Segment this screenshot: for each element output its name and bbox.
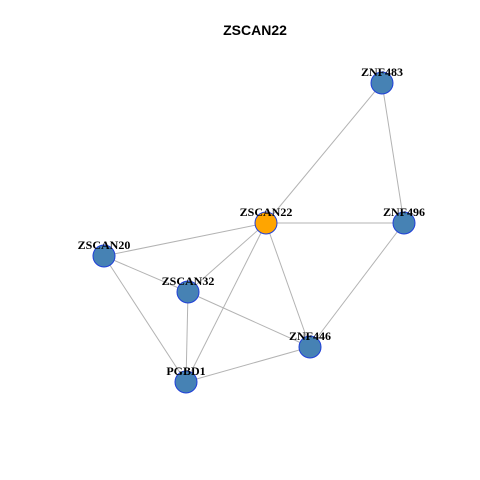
- node-label-znf496: ZNF496: [383, 205, 425, 219]
- edge-zscan20-zscan32: [103, 255, 189, 293]
- edge-zscan22-zscan32: [187, 222, 267, 293]
- graph-title: ZSCAN22: [223, 22, 287, 38]
- node-zscan20[interactable]: [92, 244, 116, 268]
- node-layer: [92, 71, 416, 394]
- node-label-znf446: ZNF446: [289, 329, 331, 343]
- edge-layer: [103, 82, 405, 383]
- node-label-znf483: ZNF483: [361, 65, 403, 79]
- node-znf483[interactable]: [370, 71, 394, 95]
- edge-zscan20-pgbd1: [103, 255, 187, 383]
- node-label-zscan20: ZSCAN20: [78, 238, 131, 252]
- node-pgbd1[interactable]: [174, 370, 198, 394]
- edge-zscan22-zscan20: [103, 222, 267, 257]
- edge-pgbd1-znf446: [185, 346, 311, 383]
- edge-zscan22-znf446: [265, 222, 311, 348]
- node-label-zscan32: ZSCAN32: [162, 274, 215, 288]
- node-label-pgbd1: PGBD1: [166, 364, 205, 378]
- node-label-zscan22: ZSCAN22: [240, 205, 293, 219]
- edge-zscan32-znf446: [187, 291, 311, 348]
- node-znf496[interactable]: [392, 211, 416, 235]
- edge-zscan22-znf483: [265, 82, 383, 224]
- label-layer: ZSCAN22 ZNF483ZNF496ZSCAN20ZSCAN32ZNF446P…: [78, 65, 425, 378]
- node-zscan22[interactable]: [254, 211, 278, 235]
- edge-znf483-znf496: [381, 82, 405, 224]
- edge-zscan22-pgbd1: [185, 222, 267, 383]
- node-zscan32[interactable]: [176, 280, 200, 304]
- node-znf446[interactable]: [298, 335, 322, 359]
- edge-znf496-znf446: [309, 222, 405, 348]
- edge-zscan32-pgbd1: [185, 291, 189, 383]
